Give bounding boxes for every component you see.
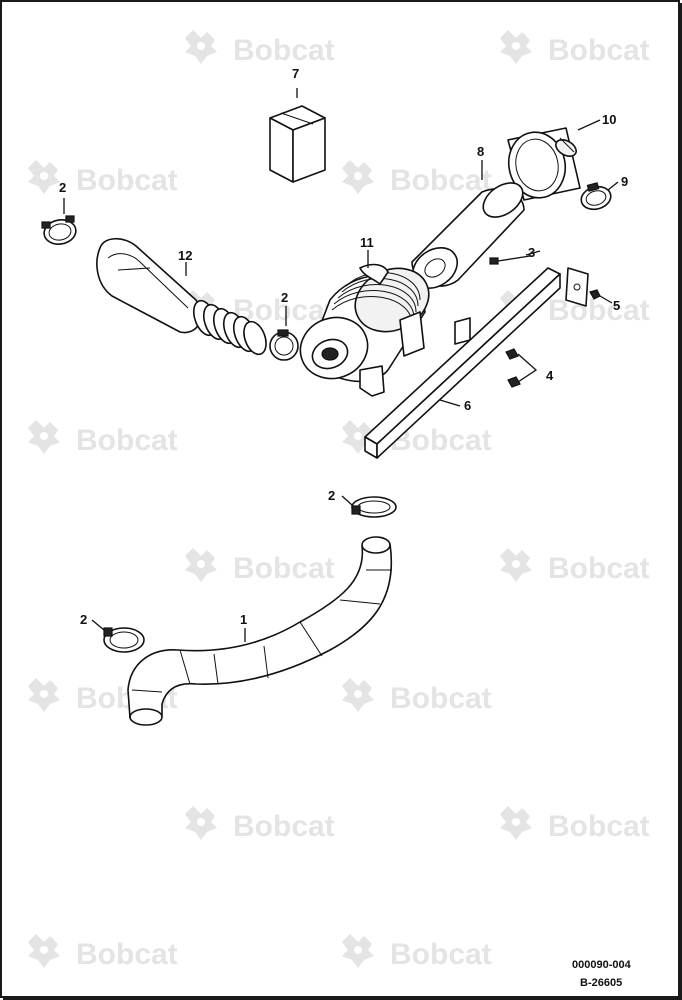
- callout-2: 2: [328, 488, 335, 503]
- svg-text:Bobcat: Bobcat: [390, 938, 492, 971]
- mounting-bracket-icon: [364, 267, 589, 459]
- hose-clamp-icon: [103, 627, 145, 653]
- svg-text:Bobcat: Bobcat: [548, 294, 650, 327]
- watermark: Bobcat: [185, 806, 335, 843]
- service-kit-box-icon: [269, 105, 326, 183]
- svg-text:Bobcat: Bobcat: [548, 810, 650, 843]
- watermark: Bobcat: [500, 806, 650, 843]
- watermark-layer: Bobcat Bobcat Bobcat Bobcat Bobcat Bobca…: [28, 30, 650, 971]
- hose-clamp-icon: [269, 329, 299, 361]
- watermark: Bobcat: [342, 934, 492, 971]
- callout-3: 3: [528, 245, 535, 260]
- callout-8: 8: [477, 144, 484, 159]
- drawing-number: 000090-004: [572, 959, 632, 971]
- svg-text:Bobcat: Bobcat: [76, 938, 178, 971]
- callout-4: 4: [546, 368, 554, 383]
- drawing-reference: B-26605: [580, 977, 622, 989]
- inlet-hose-icon: [96, 237, 267, 356]
- hose-clamp-icon: [41, 215, 77, 245]
- svg-text:Bobcat: Bobcat: [233, 552, 335, 585]
- callout-2: 2: [59, 180, 66, 195]
- callout-1: 1: [240, 612, 247, 627]
- callout-5: 5: [613, 298, 620, 313]
- svg-text:Bobcat: Bobcat: [76, 424, 178, 457]
- intake-hose-icon: [127, 536, 393, 726]
- callout-11: 11: [360, 235, 374, 250]
- callout-labels: 7 2 12 2 11 8 10 9 3 5 4 6 2 1 2: [59, 66, 628, 627]
- callout-2: 2: [80, 612, 87, 627]
- callout-9: 9: [621, 174, 628, 189]
- svg-text:Bobcat: Bobcat: [76, 164, 178, 197]
- svg-text:Bobcat: Bobcat: [390, 164, 492, 197]
- callout-12: 12: [178, 248, 192, 263]
- clamp-icon: [580, 182, 612, 211]
- watermark: Bobcat: [500, 548, 650, 585]
- watermark: Bobcat: [500, 290, 650, 327]
- hose-clamp-icon: [351, 496, 397, 518]
- callout-6: 6: [464, 398, 471, 413]
- watermark: Bobcat: [342, 678, 492, 715]
- callout-2: 2: [281, 290, 288, 305]
- watermark: Bobcat: [28, 420, 178, 457]
- svg-text:Bobcat: Bobcat: [548, 34, 650, 67]
- callout-7: 7: [292, 66, 299, 81]
- nut-icon: [505, 348, 521, 388]
- svg-text:Bobcat: Bobcat: [233, 810, 335, 843]
- watermark: Bobcat: [185, 30, 335, 67]
- watermark: Bobcat: [185, 548, 335, 585]
- svg-text:Bobcat: Bobcat: [390, 682, 492, 715]
- watermark: Bobcat: [500, 30, 650, 67]
- air-cleaner-housing-icon: [299, 263, 430, 397]
- watermark: Bobcat: [28, 934, 178, 971]
- svg-text:Bobcat: Bobcat: [548, 552, 650, 585]
- leader-lines: [63, 88, 619, 642]
- cover-icon: [507, 127, 581, 201]
- air-filter-element-icon: [411, 182, 525, 289]
- svg-text:Bobcat: Bobcat: [233, 34, 335, 67]
- bolt-icon: [489, 255, 531, 265]
- watermark: Bobcat: [28, 160, 178, 197]
- callout-10: 10: [602, 112, 616, 127]
- watermark: Bobcat: [342, 160, 492, 197]
